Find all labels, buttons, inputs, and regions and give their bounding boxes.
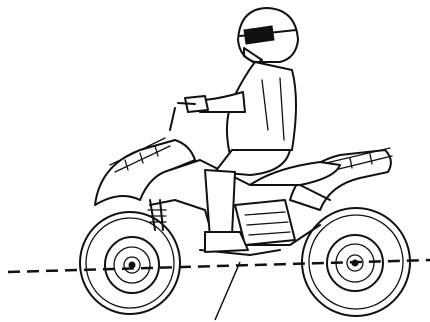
front-wheel: [80, 212, 180, 314]
pointer-line: [215, 262, 240, 320]
